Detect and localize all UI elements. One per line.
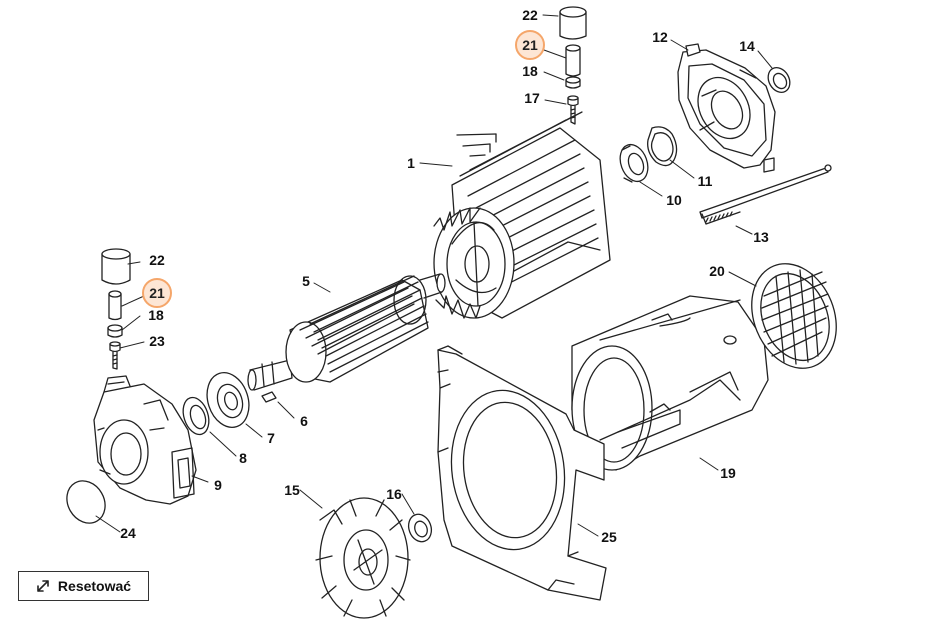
callout-labels: 22 21 18 17 12 14 1 11 10 13 5 20 22 21 … [120, 7, 769, 545]
callout-10[interactable]: 10 [666, 192, 682, 208]
part-8-front-seal [182, 396, 210, 436]
expand-arrows-icon [37, 580, 49, 592]
part-22-left-cap [101, 248, 131, 285]
part-12-end-shield [677, 43, 776, 173]
part-13-tie-rod [699, 164, 832, 225]
callout-17[interactable]: 17 [524, 90, 540, 106]
callout-23[interactable]: 23 [149, 333, 165, 349]
callout-6[interactable]: 6 [300, 413, 308, 429]
callout-7[interactable]: 7 [267, 430, 275, 446]
part-17-bolt [567, 95, 579, 125]
highlight-circle-21-left [142, 278, 172, 308]
part-25-mounting-frame [437, 345, 607, 601]
callout-18-left[interactable]: 18 [148, 307, 164, 323]
part-24-o-ring [66, 480, 106, 524]
callout-11[interactable]: 11 [698, 173, 713, 189]
callout-22-left[interactable]: 22 [149, 252, 165, 268]
part-21-top-bushing [565, 44, 581, 77]
part-18-left-washer [107, 324, 123, 338]
callout-21-left[interactable]: 21 [149, 285, 165, 301]
callout-20[interactable]: 20 [709, 263, 725, 279]
callout-5[interactable]: 5 [302, 273, 310, 289]
part-22-top-cap [559, 6, 587, 40]
callout-14[interactable]: 14 [739, 38, 755, 54]
callout-1[interactable]: 1 [407, 155, 415, 171]
part-15-fan [315, 497, 411, 619]
callout-19[interactable]: 19 [720, 465, 736, 481]
callout-22-top[interactable]: 22 [522, 7, 538, 23]
callout-8[interactable]: 8 [239, 450, 247, 466]
part-14-seal-ring [767, 67, 791, 93]
part-1-stator-housing [433, 111, 611, 319]
part-20-grille [751, 263, 837, 369]
highlight-circle-21-top [515, 30, 545, 60]
callout-21-top[interactable]: 21 [522, 37, 538, 53]
part-18-top-washer [565, 76, 581, 89]
part-16-ring [407, 513, 433, 543]
callout-12[interactable]: 12 [652, 29, 668, 45]
part-21-left-bushing [108, 290, 122, 321]
part-9-front-housing [93, 375, 197, 505]
part-11-wave-washer [647, 126, 678, 167]
part-5-rotor-shaft [247, 273, 446, 391]
callout-18-top[interactable]: 18 [522, 63, 538, 79]
callout-16[interactable]: 16 [386, 486, 402, 502]
callout-9[interactable]: 9 [214, 477, 222, 493]
leader-lines [95, 14, 773, 537]
callout-15[interactable]: 15 [284, 482, 300, 498]
reset-button-label: Resetować [57, 578, 132, 594]
callout-13[interactable]: 13 [753, 229, 769, 245]
callout-24[interactable]: 24 [120, 525, 136, 541]
part-6-key [261, 391, 277, 403]
part-10-rear-bearing [619, 143, 649, 183]
callout-25[interactable]: 25 [601, 529, 617, 545]
reset-zoom-button[interactable]: Resetować [18, 571, 149, 601]
part-23-bolt [109, 341, 121, 370]
part-7-front-bearing [206, 372, 250, 428]
